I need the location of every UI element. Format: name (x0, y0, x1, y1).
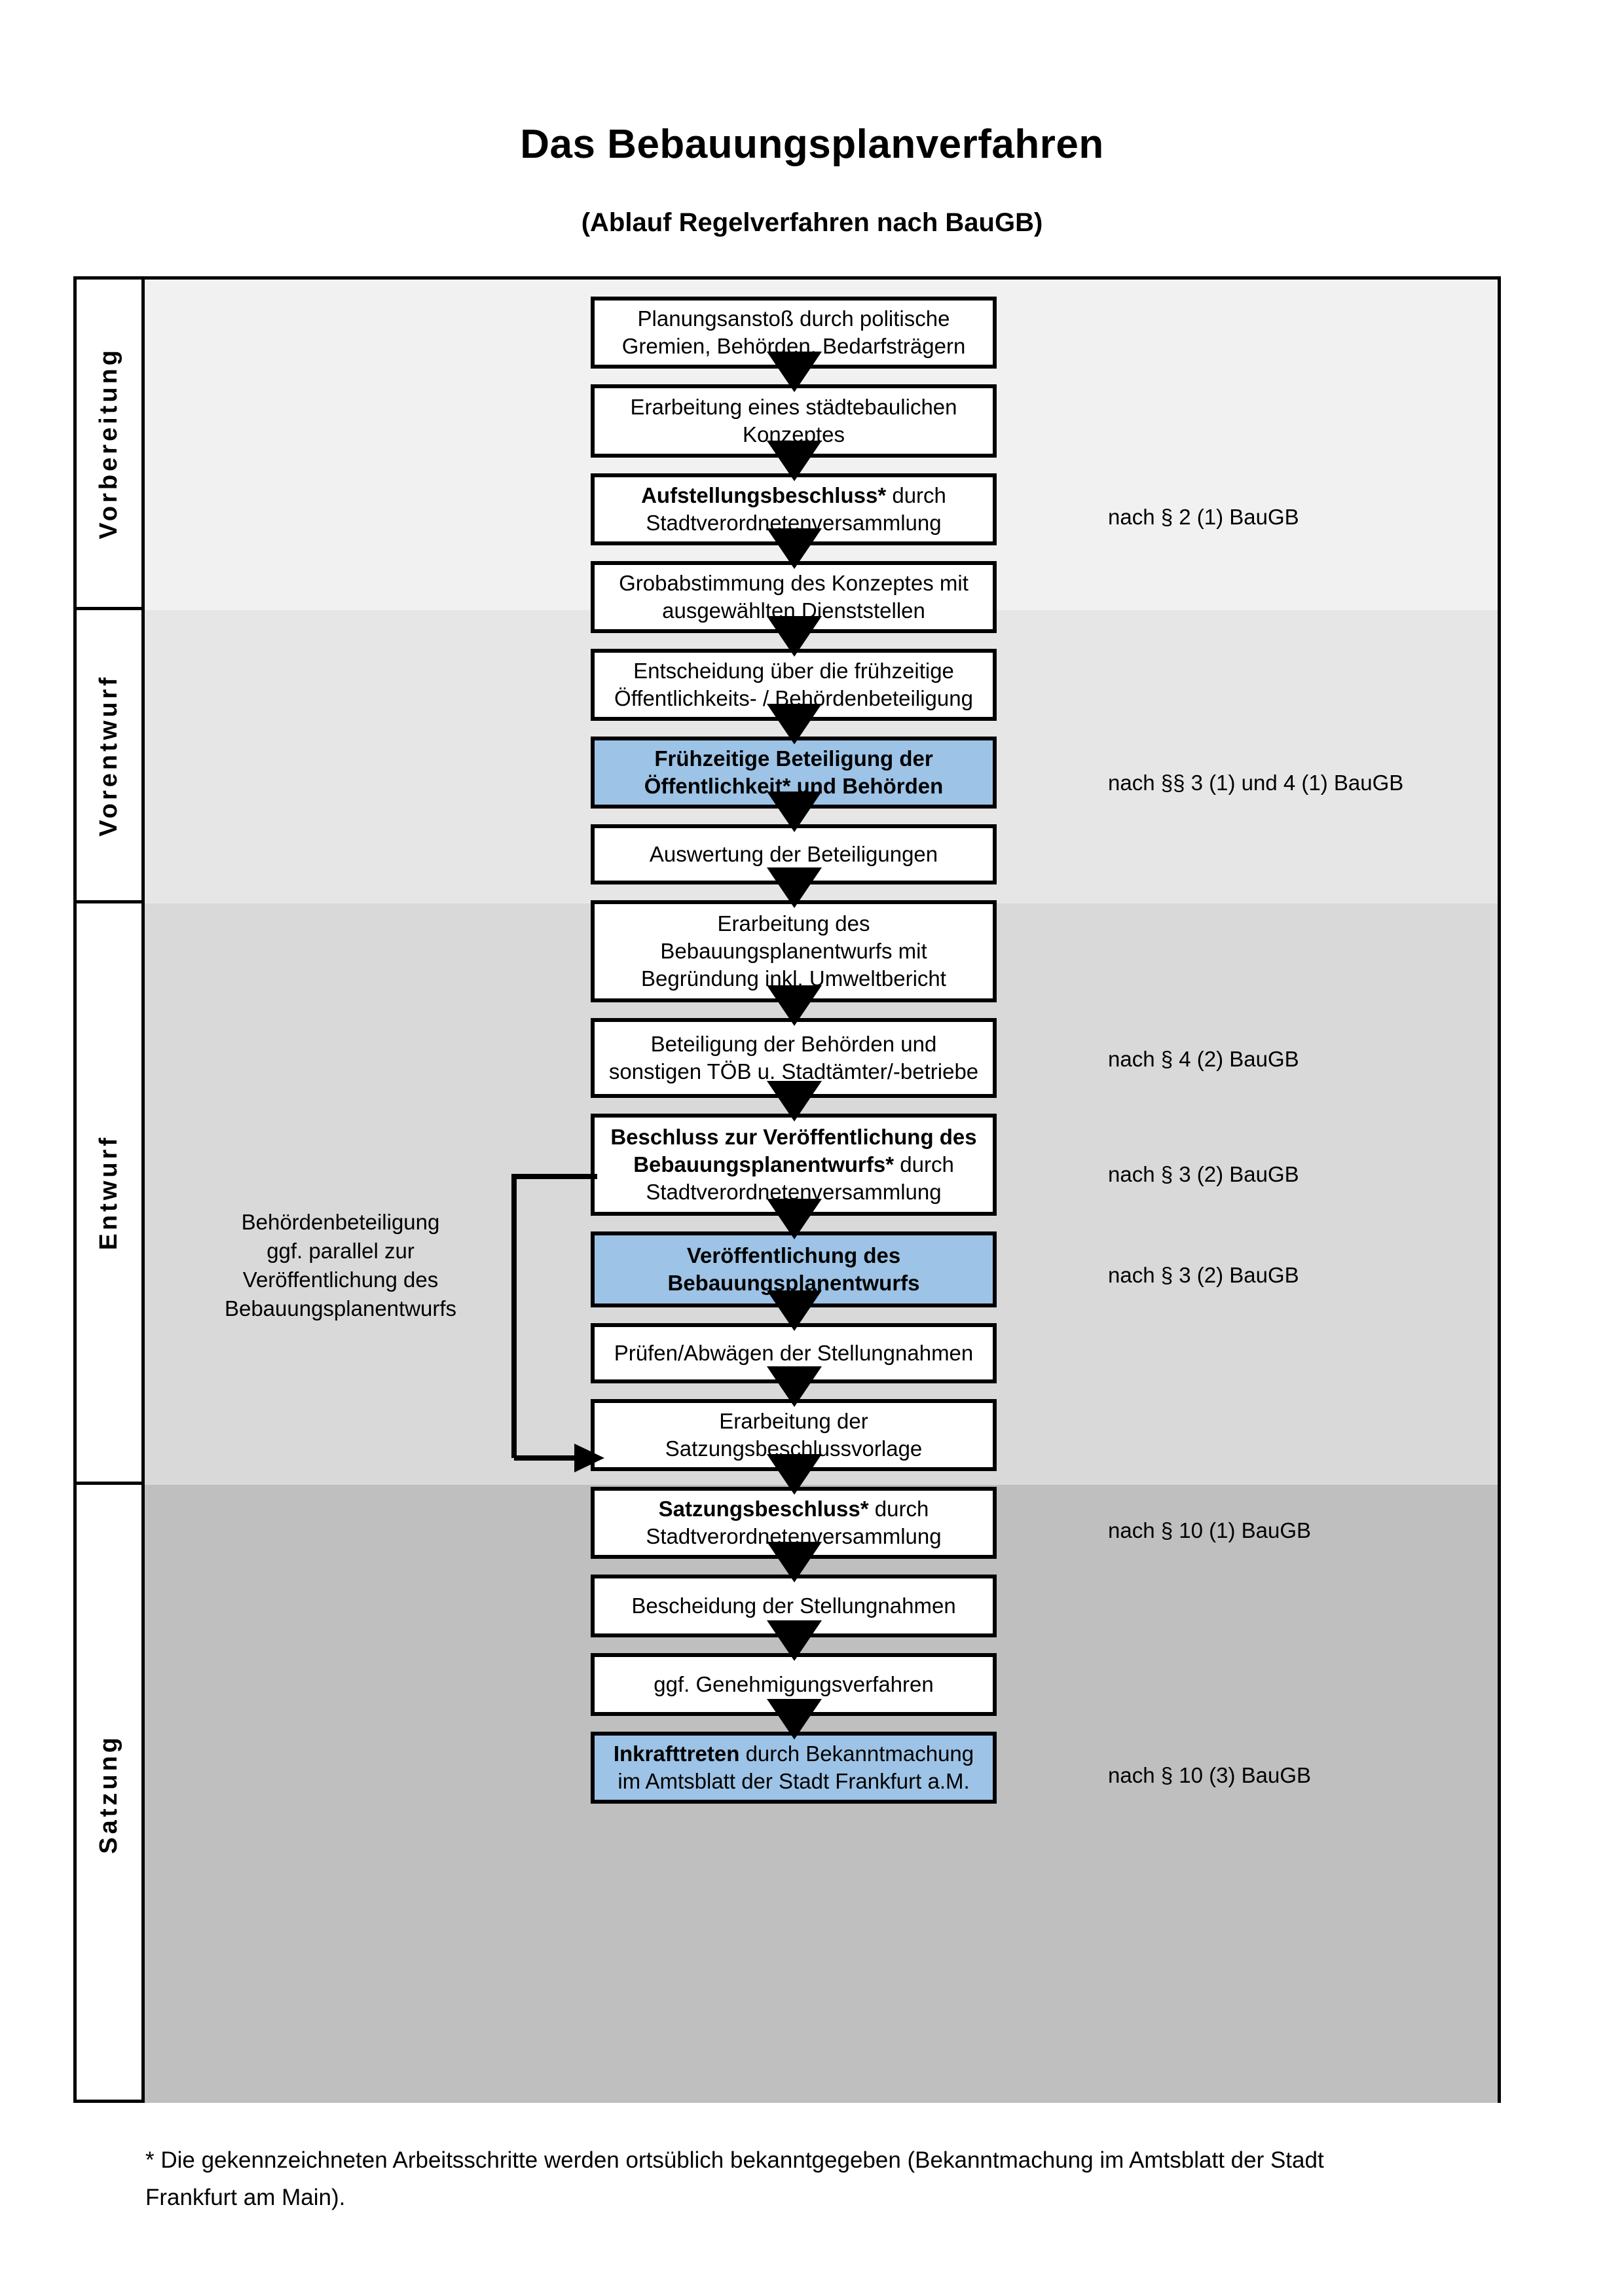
legal-note-par10-3: nach § 10 (3) BauGB (1108, 1763, 1312, 1787)
step-line: sonstigen TÖB u. Stadtämter/-betriebe (608, 1059, 979, 1084)
step-line: Grobabstimmung des Konzeptes mit (619, 570, 969, 595)
step-line: Erarbeitung der (719, 1408, 868, 1433)
sidenote-line: Bebauungsplanentwurfs (224, 1296, 457, 1321)
legal-note-par3-2-b: nach § 3 (2) BauGB (1108, 1263, 1299, 1287)
flow-arrow-down (767, 1454, 822, 1495)
flow-arrow-down (767, 1290, 822, 1331)
flow-arrow-down (767, 352, 822, 392)
step-line-bold: Satzungsbeschluss* (658, 1496, 869, 1521)
phase-cell-entwurf: Entwurf (77, 903, 141, 1485)
step-line: Frühzeitige Beteiligung der (654, 746, 933, 771)
step-line: Bescheidung der Stellungnahmen (631, 1593, 956, 1618)
legal-note-par4-2: nach § 4 (2) BauGB (1108, 1047, 1299, 1071)
flow-arrow-down (767, 1199, 822, 1239)
step-line-bold: Inkrafttreten (613, 1741, 740, 1766)
flow-arrow-down (767, 616, 822, 657)
step-line-bold: Aufstellungsbeschluss* (641, 483, 887, 507)
page-subtitle: (Ablauf Regelverfahren nach BauGB) (581, 208, 1043, 237)
step-line: Inkrafttreten durch Bekanntmachung (613, 1741, 974, 1766)
phase-cell-vorentwurf: Vorentwurf (77, 610, 141, 903)
step-box-aufstellungsbeschluss: Aufstellungsbeschluss* durch Stadtverord… (591, 473, 997, 545)
step-line: Auswertung der Beteiligungen (649, 841, 938, 866)
legal-note-par10-1: nach § 10 (1) BauGB (1108, 1518, 1312, 1542)
phase-cell-vorbereitung: Vorbereitung (77, 280, 141, 610)
sidenote-line: Veröffentlichung des (242, 1267, 439, 1292)
flow-arrow-down (767, 704, 822, 744)
sidenote-line: ggf. parallel zur (267, 1238, 415, 1263)
parallel-branch-connector (511, 1174, 604, 1472)
parallel-branch-note: Behördenbeteiligung ggf. parallel zur Ve… (193, 1208, 488, 1323)
step-line: Bebauungsplanentwurfs mit (660, 938, 927, 963)
step-line: im Amtsblatt der Stadt Frankfurt a.M. (618, 1769, 970, 1793)
flow-arrow-down (767, 528, 822, 569)
step-line: Aufstellungsbeschluss* durch (641, 483, 946, 507)
step-line: Erarbeitung des (717, 911, 870, 936)
step-line: Beteiligung der Behörden und (650, 1031, 937, 1056)
step-box-grobabstimmung: Grobabstimmung des Konzeptes mit ausgewä… (591, 561, 997, 633)
step-line: ggf. Genehmigungsverfahren (654, 1671, 934, 1696)
step-line-bold: Bebauungsplanentwurfs* (633, 1152, 895, 1176)
flow-arrow-down (767, 1366, 822, 1407)
process-diagram-frame: Vorbereitung Vorentwurf Entwurf Satzung … (73, 276, 1501, 2103)
flow-arrow-down (767, 441, 822, 481)
sidenote-line: Behördenbeteiligung (241, 1210, 440, 1234)
footnote: * Die gekennzeichneten Arbeitsschritte w… (145, 2142, 1521, 2216)
flow-arrow-down (767, 792, 822, 832)
legal-note-par3-1-4-1: nach §§ 3 (1) und 4 (1) BauGB (1108, 771, 1404, 795)
step-line: Entscheidung über die frühzeitige (633, 658, 954, 683)
legal-note-par2: nach § 2 (1) BauGB (1108, 505, 1299, 529)
step-line: Veröffentlichung des (686, 1243, 901, 1267)
step-line: Planungsanstoß durch politische (637, 306, 950, 331)
step-line: Satzungsbeschluss* durch (658, 1496, 929, 1521)
step-line: Erarbeitung eines städtebaulichen (630, 394, 957, 419)
legal-note-par3-2-a: nach § 3 (2) BauGB (1108, 1162, 1299, 1186)
flow-arrow-down (767, 1542, 822, 1582)
flow-arrow-down (767, 1081, 822, 1121)
step-line: Prüfen/Abwägen der Stellungnahmen (614, 1340, 974, 1365)
footnote-line: Frankfurt am Main). (145, 2184, 346, 2210)
step-line: Beschluss zur Veröffentlichung des (610, 1124, 977, 1149)
flow-arrow-down (767, 867, 822, 908)
flow-arrow-down (767, 985, 822, 1026)
page-title: Das Bebauungsplanverfahren (520, 122, 1104, 167)
phase-label-column: Vorbereitung Vorentwurf Entwurf Satzung (77, 280, 145, 2100)
flow-arrow-down (767, 1620, 822, 1661)
step-line: Bebauungsplanentwurfs* durch (633, 1152, 954, 1176)
flow-arrow-down (767, 1699, 822, 1740)
footnote-line: * Die gekennzeichneten Arbeitsschritte w… (145, 2147, 1324, 2173)
